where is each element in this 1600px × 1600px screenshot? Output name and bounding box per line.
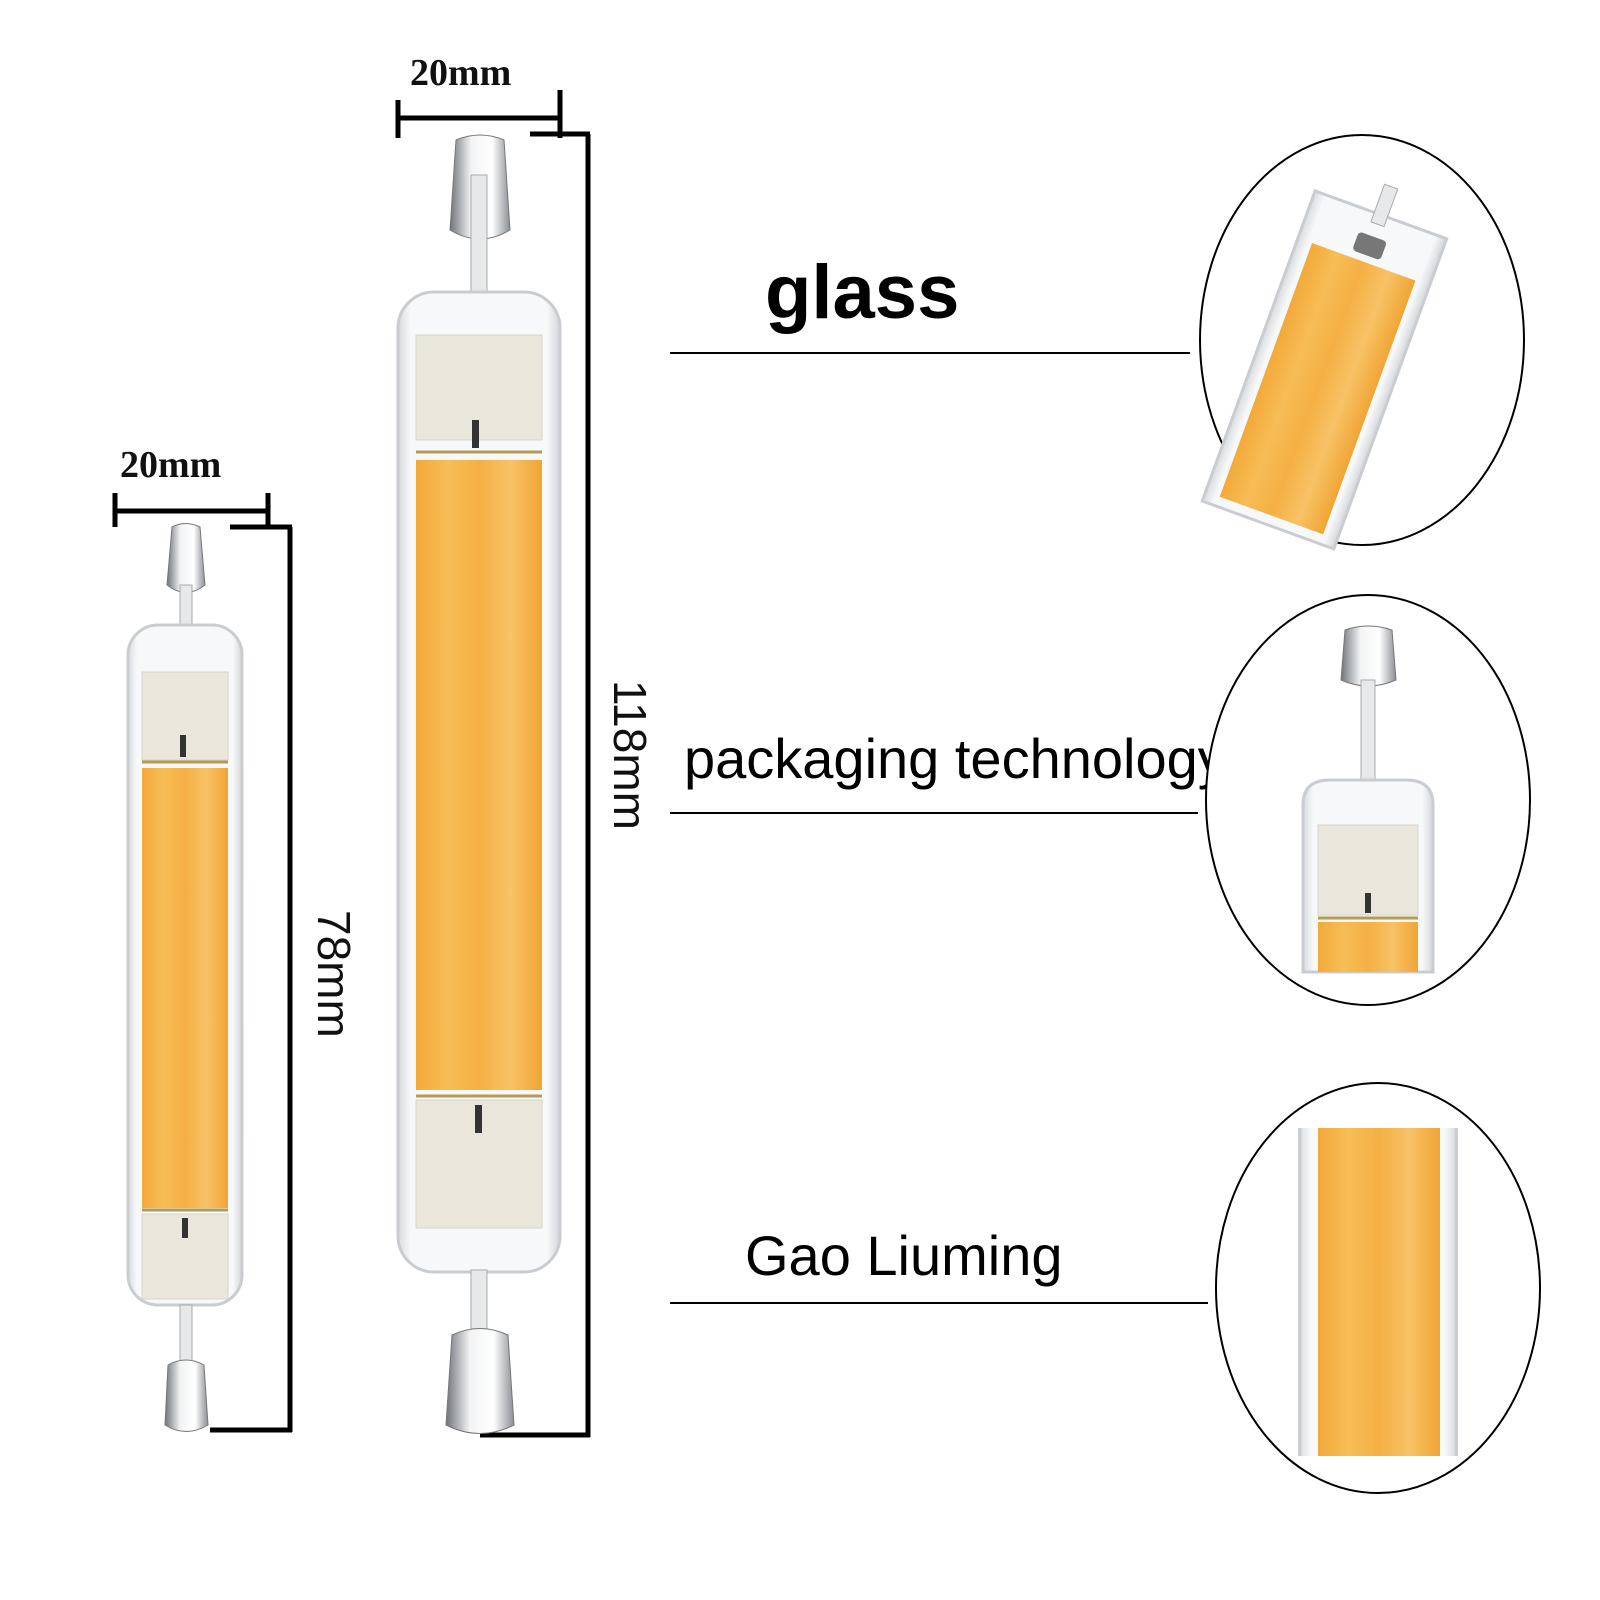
feature-packaging-label: packaging technology [684, 727, 1226, 790]
small-length-label: 78mm [308, 910, 360, 1038]
small-bulb: 20mm 78mm [112, 444, 360, 1433]
feature-gao-liuming-label: Gao Liuming [745, 1224, 1063, 1287]
feature-gao-liuming-zoom-circle [1215, 1082, 1541, 1494]
large-width-dimension-line [395, 90, 563, 138]
feature-glass-zoom-circle [1199, 134, 1525, 551]
large-bottom-cap [445, 1269, 515, 1434]
feature-packaging: packaging technology [670, 594, 1531, 1006]
feature-packaging-zoom-circle [1205, 594, 1531, 1006]
large-bulb: 20mm 118mm [395, 52, 656, 1438]
small-top-cap [166, 523, 206, 626]
feature-glass-label: glass [765, 250, 959, 335]
large-top-cap [449, 134, 511, 296]
small-cob-strip [142, 768, 228, 1208]
feature-glass: glass [670, 134, 1525, 551]
large-length-label: 118mm [604, 680, 656, 830]
large-cob-strip [416, 460, 542, 1090]
large-width-label: 20mm [410, 52, 511, 94]
large-length-dimension-line [480, 131, 591, 1438]
feature-gao-liuming: Gao Liuming [670, 1082, 1541, 1494]
small-width-dimension-line [112, 493, 271, 527]
small-length-dimension-line [210, 524, 293, 1433]
small-bottom-cap [164, 1304, 209, 1432]
small-width-label: 20mm [120, 444, 221, 486]
